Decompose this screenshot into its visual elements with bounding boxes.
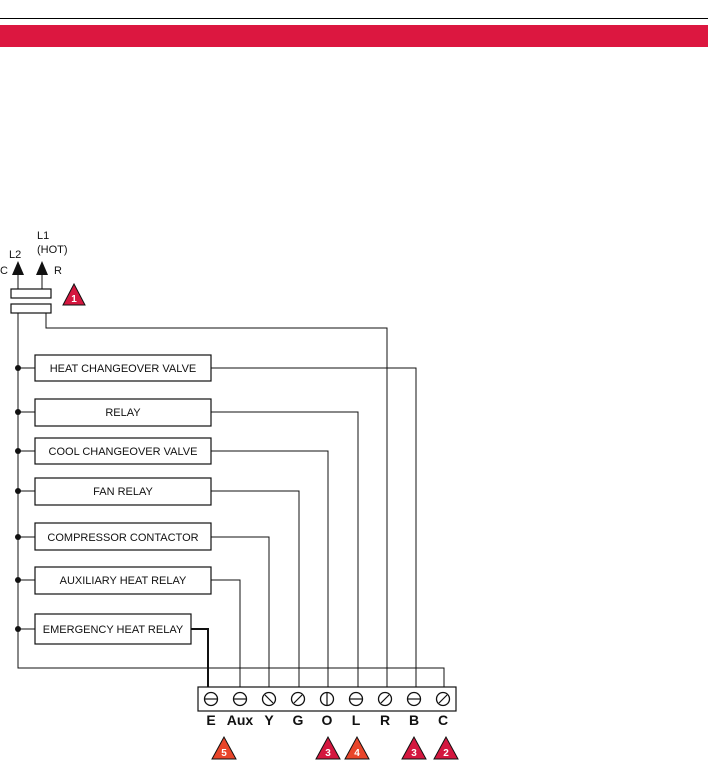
- top-rule: [0, 18, 708, 19]
- note-number: 3: [325, 748, 331, 759]
- note-5-icon: 5: [211, 735, 237, 760]
- device-heat-changeover-valve: HEAT CHANGEOVER VALVE: [15, 354, 212, 382]
- r-source-label: R: [54, 265, 62, 277]
- transformer-icon: [10, 288, 52, 314]
- note-number: 5: [221, 748, 227, 759]
- l1-arrow-icon: [36, 261, 48, 275]
- hot-label: (HOT): [37, 244, 68, 256]
- wire-aux: [211, 579, 241, 698]
- terminal-label-l: L: [352, 712, 361, 728]
- note-1-icon: 1: [62, 282, 86, 306]
- note-number: 4: [354, 748, 360, 759]
- wire-l: [211, 411, 359, 698]
- l2-label: L2: [9, 249, 21, 261]
- terminal-strip: [197, 686, 457, 712]
- terminal-label-g: G: [293, 712, 304, 728]
- terminal-label-b: B: [409, 712, 419, 728]
- device-label: COMPRESSOR CONTACTOR: [47, 532, 198, 544]
- terminal-label-r: R: [380, 712, 390, 728]
- device-label: COOL CHANGEOVER VALVE: [49, 446, 198, 458]
- device-relay: RELAY: [15, 398, 212, 427]
- wire-b: [211, 367, 417, 698]
- terminal-label-aux: Aux: [227, 712, 254, 728]
- device-emergency-heat-relay: EMERGENCY HEAT RELAY: [15, 613, 192, 645]
- terminal-label-y: Y: [264, 712, 274, 728]
- device-fan-relay: FAN RELAY: [15, 477, 212, 506]
- terminal-label-e: E: [206, 712, 215, 728]
- wire-g: [211, 490, 300, 698]
- device-auxiliary-heat-relay: AUXILIARY HEAT RELAY: [15, 566, 212, 595]
- note-3-icon: 3: [401, 735, 427, 760]
- terminal-screw-icon: [203, 691, 451, 707]
- l2-arrow-icon: [12, 261, 24, 275]
- terminal-label-c: C: [438, 712, 448, 728]
- device-label: FAN RELAY: [93, 486, 153, 498]
- l1-label: L1: [37, 230, 49, 242]
- c-source-label: C: [0, 265, 8, 277]
- device-cool-changeover-valve: COOL CHANGEOVER VALVE: [15, 437, 212, 465]
- device-label: EMERGENCY HEAT RELAY: [43, 624, 184, 636]
- header-banner: [0, 25, 708, 47]
- note-number: 2: [443, 748, 449, 759]
- note-2-icon: 2: [433, 735, 459, 760]
- device-compressor-contactor: COMPRESSOR CONTACTOR: [15, 522, 212, 551]
- terminal-label-o: O: [322, 712, 333, 728]
- device-label: RELAY: [105, 407, 141, 419]
- wire-e: [191, 628, 209, 698]
- note-1-number: 1: [71, 294, 77, 305]
- wire-o: [211, 450, 329, 698]
- note-3-icon: 3: [315, 735, 341, 760]
- note-number: 3: [411, 748, 417, 759]
- note-4-icon: 4: [344, 735, 370, 760]
- wire-r-hot: [45, 313, 388, 698]
- device-label: HEAT CHANGEOVER VALVE: [50, 363, 197, 375]
- device-label: AUXILIARY HEAT RELAY: [60, 575, 187, 587]
- wire-y: [211, 536, 270, 698]
